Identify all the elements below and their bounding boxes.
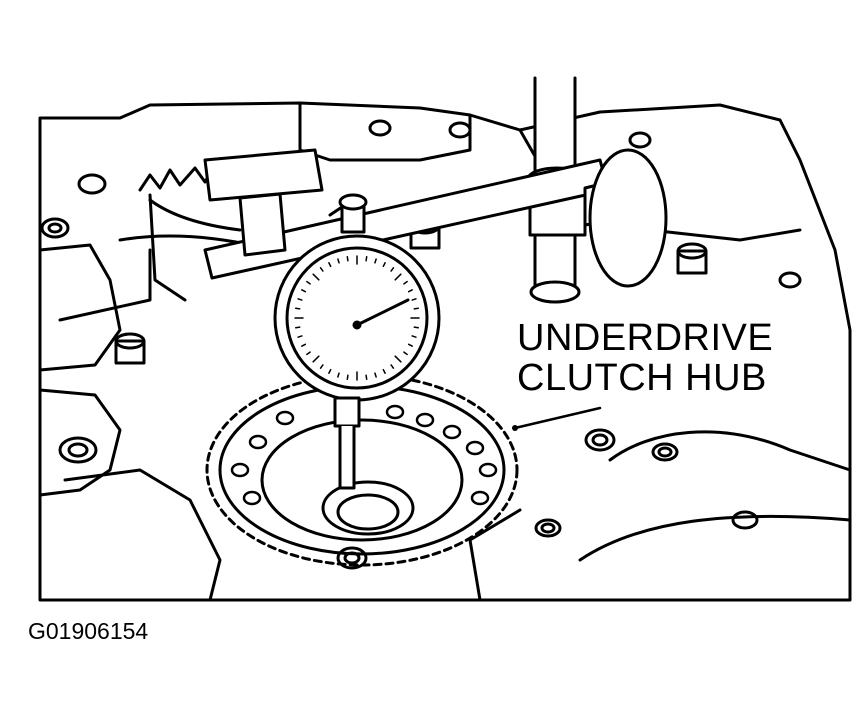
callout-line-1: UNDERDRIVE (517, 317, 774, 359)
dial-tick (394, 355, 402, 363)
dial-tick (297, 298, 303, 301)
dial-tick (394, 273, 402, 281)
dial-tick (319, 364, 324, 369)
dial-tick (337, 258, 340, 264)
dial-tick (382, 262, 386, 268)
dial-tick (346, 374, 349, 380)
dial-tick (301, 343, 307, 347)
gear (138, 163, 242, 302)
figure-id: G01906154 (28, 618, 149, 644)
clamp-knob (203, 148, 324, 257)
dial-tick (295, 307, 301, 310)
stand-knob (583, 148, 668, 288)
dial-tick (328, 368, 332, 374)
dial-tick (390, 364, 395, 369)
underdrive-clutch-hub (205, 373, 519, 567)
dial-tick (374, 372, 377, 378)
dial-tick (365, 374, 368, 380)
dial-tick (295, 326, 301, 329)
dial-tick (312, 273, 320, 281)
dial-tick (328, 262, 332, 268)
dial-tick (413, 326, 419, 329)
dial-tick (403, 280, 408, 285)
dial-ticks (294, 255, 420, 381)
dial-tick (337, 372, 340, 378)
dial-tick (382, 368, 386, 374)
underdrive-clutch-hub-label: UNDERDRIVE CLUTCH HUB (517, 317, 774, 399)
dial-tick (297, 335, 303, 338)
dial-tick (365, 256, 368, 262)
dial-tick (407, 289, 413, 293)
dial-tick (403, 351, 408, 356)
dial-tick (346, 256, 349, 262)
hub-holes (230, 404, 498, 506)
dial-tick (301, 289, 307, 293)
dial-tick (306, 280, 311, 285)
dial-tick (312, 355, 320, 363)
dial-tick (411, 298, 417, 301)
callout-line-2: CLUTCH HUB (517, 357, 767, 399)
callout-leader-dot (512, 425, 518, 431)
dial-tick (407, 343, 413, 347)
callout-leader-line (513, 406, 602, 430)
dial-tick (374, 258, 377, 264)
dial-tick (319, 267, 324, 272)
dial-tick (411, 335, 417, 338)
dial-tick (413, 307, 419, 310)
case-bolts (40, 119, 802, 570)
dial-tick (306, 351, 311, 356)
dial-tick (390, 267, 395, 272)
